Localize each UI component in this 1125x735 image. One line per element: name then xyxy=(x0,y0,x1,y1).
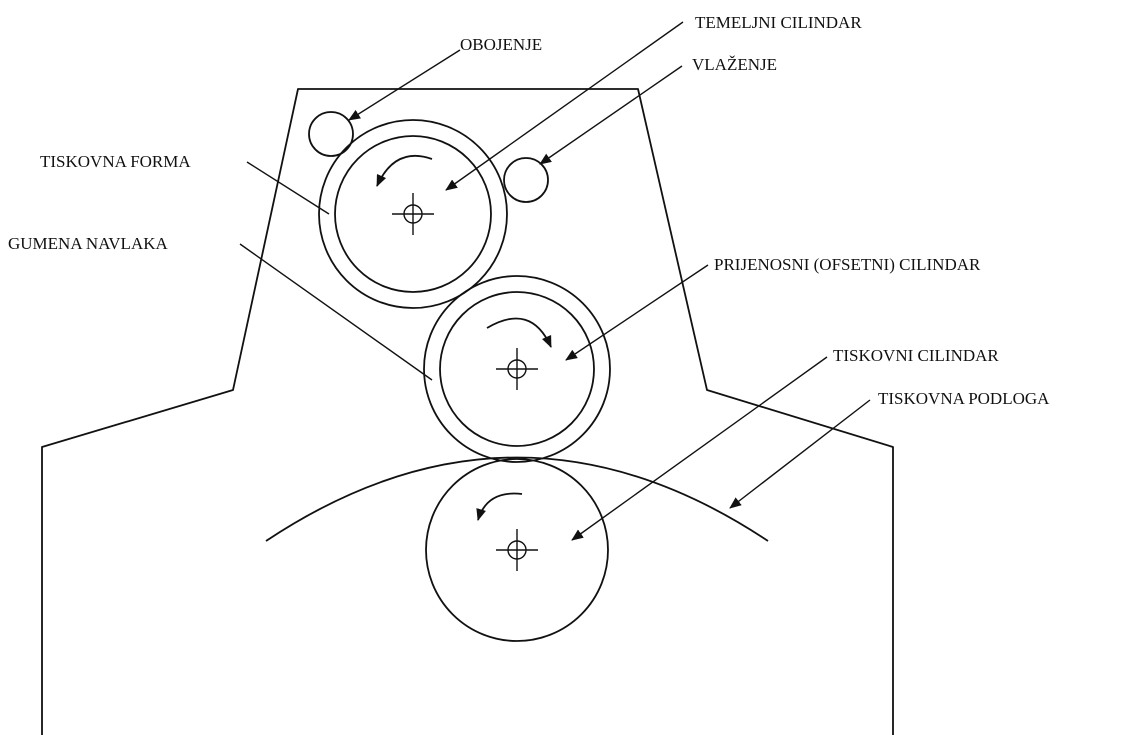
leader-vlazenje xyxy=(539,65,683,165)
leader-temeljni-cilindar xyxy=(445,21,684,191)
blanket-rotation-arrow xyxy=(486,317,552,348)
label-temeljni-cilindar: TEMELJNI CILINDAR xyxy=(695,13,862,32)
label-tiskovna-forma: TISKOVNA FORMA xyxy=(40,152,191,171)
label-prijenosni-cilindar: PRIJENOSNI (OFSETNI) CILINDAR xyxy=(714,255,981,274)
substrate-arc xyxy=(265,456,769,542)
inking-roller xyxy=(308,111,354,157)
label-gumena-navlaka: GUMENA NAVLAKA xyxy=(8,234,168,253)
leader-prijenosni-cilindar xyxy=(565,264,709,361)
machine-frame xyxy=(41,88,894,735)
impression-rotation-arrow xyxy=(476,492,523,521)
plate-cylinder xyxy=(318,119,508,309)
impression-cylinder xyxy=(425,458,609,642)
leader-tiskovni-cilindar xyxy=(571,356,828,541)
blanket-cylinder xyxy=(423,275,611,463)
leader-tiskovna-podloga xyxy=(729,399,871,509)
leader-gumena-navlaka xyxy=(239,243,433,381)
label-vlazenje: VLAŽENJE xyxy=(692,55,777,74)
leader-tiskovna-forma xyxy=(246,161,330,215)
leader-obojenje xyxy=(348,49,461,121)
label-tiskovna-podloga: TISKOVNA PODLOGA xyxy=(878,389,1050,408)
label-tiskovni-cilindar: TISKOVNI CILINDAR xyxy=(833,346,999,365)
label-obojenje: OBOJENJE xyxy=(460,35,542,54)
dampening-roller xyxy=(503,157,549,203)
plate-rotation-arrow xyxy=(376,154,433,187)
